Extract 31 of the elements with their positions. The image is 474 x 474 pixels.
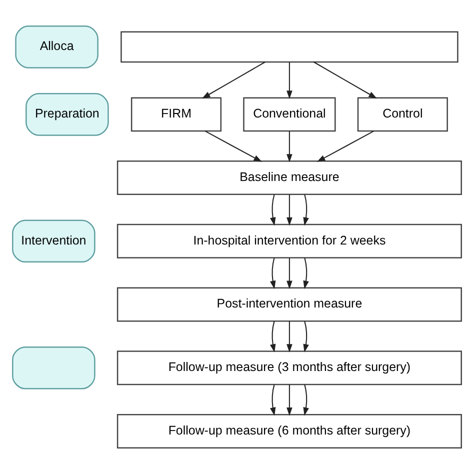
- node-box: Alloca: [15, 26, 98, 68]
- arrow: [303, 194, 309, 226]
- arrow: [303, 321, 309, 352]
- arrow: [316, 130, 374, 162]
- arrow: [270, 321, 276, 352]
- node-box: Preparation: [26, 93, 109, 136]
- node-box: Intervention: [12, 220, 96, 263]
- arrow: [286, 258, 292, 290]
- arrow: [270, 384, 276, 416]
- arrow: [286, 62, 292, 99]
- arrow: [313, 62, 377, 99]
- node-box: Post-intervention measure: [116, 287, 462, 322]
- arrow: [286, 384, 292, 416]
- arrow: [303, 258, 309, 290]
- arrow: [204, 130, 262, 162]
- node-box: In-hospital intervention for 2 weeks: [116, 224, 462, 258]
- node-box: [120, 31, 458, 63]
- arrow: [286, 321, 292, 352]
- node-bar: [12, 346, 96, 390]
- node-box: Follow-up measure (3 months after surgery): [116, 350, 462, 386]
- arrow: [270, 258, 276, 290]
- node-box: Control: [357, 97, 448, 132]
- arrow: [202, 62, 266, 99]
- node-box: Conventional: [243, 97, 336, 132]
- node-box: FIRM: [130, 97, 222, 132]
- arrow: [286, 131, 292, 162]
- arrow: [286, 194, 292, 226]
- arrow: [270, 194, 276, 226]
- node-box: Follow-up measure (6 months after surgery): [116, 414, 462, 448]
- arrow: [303, 384, 309, 416]
- node-box: Baseline measure: [116, 160, 462, 196]
